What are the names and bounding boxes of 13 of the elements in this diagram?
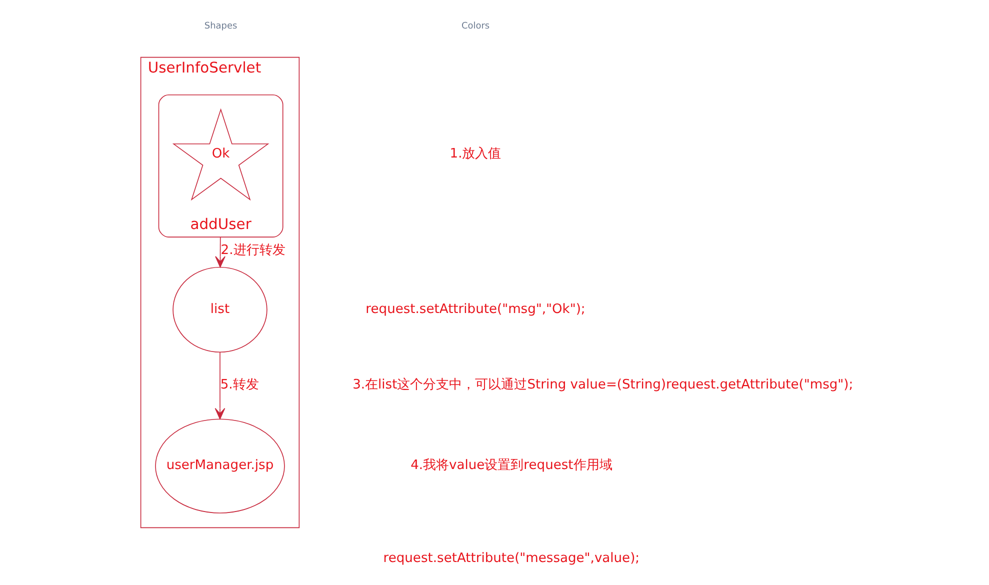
label: 4.我将value设置到request作用域 (410, 458, 612, 474)
arrow (214, 352, 226, 420)
edge-label: 2.进行转发 (220, 243, 286, 258)
label: Shapes (204, 22, 238, 32)
label: request.setAttribute("msg","Ok"); (366, 302, 586, 317)
node-ellipse: userManager.jsp (155, 418, 285, 514)
edge-label: 5.转发 (220, 378, 259, 393)
label: request.setAttribute("message",value); (383, 550, 640, 566)
label: 3.在list这个分支中，可以通过String value=(String)request.getAttribute("msg"); (352, 378, 854, 393)
arrow (215, 236, 226, 268)
label: 1.放入值 (450, 146, 502, 162)
node-circle: list (172, 266, 268, 353)
label: Colors (461, 22, 490, 32)
